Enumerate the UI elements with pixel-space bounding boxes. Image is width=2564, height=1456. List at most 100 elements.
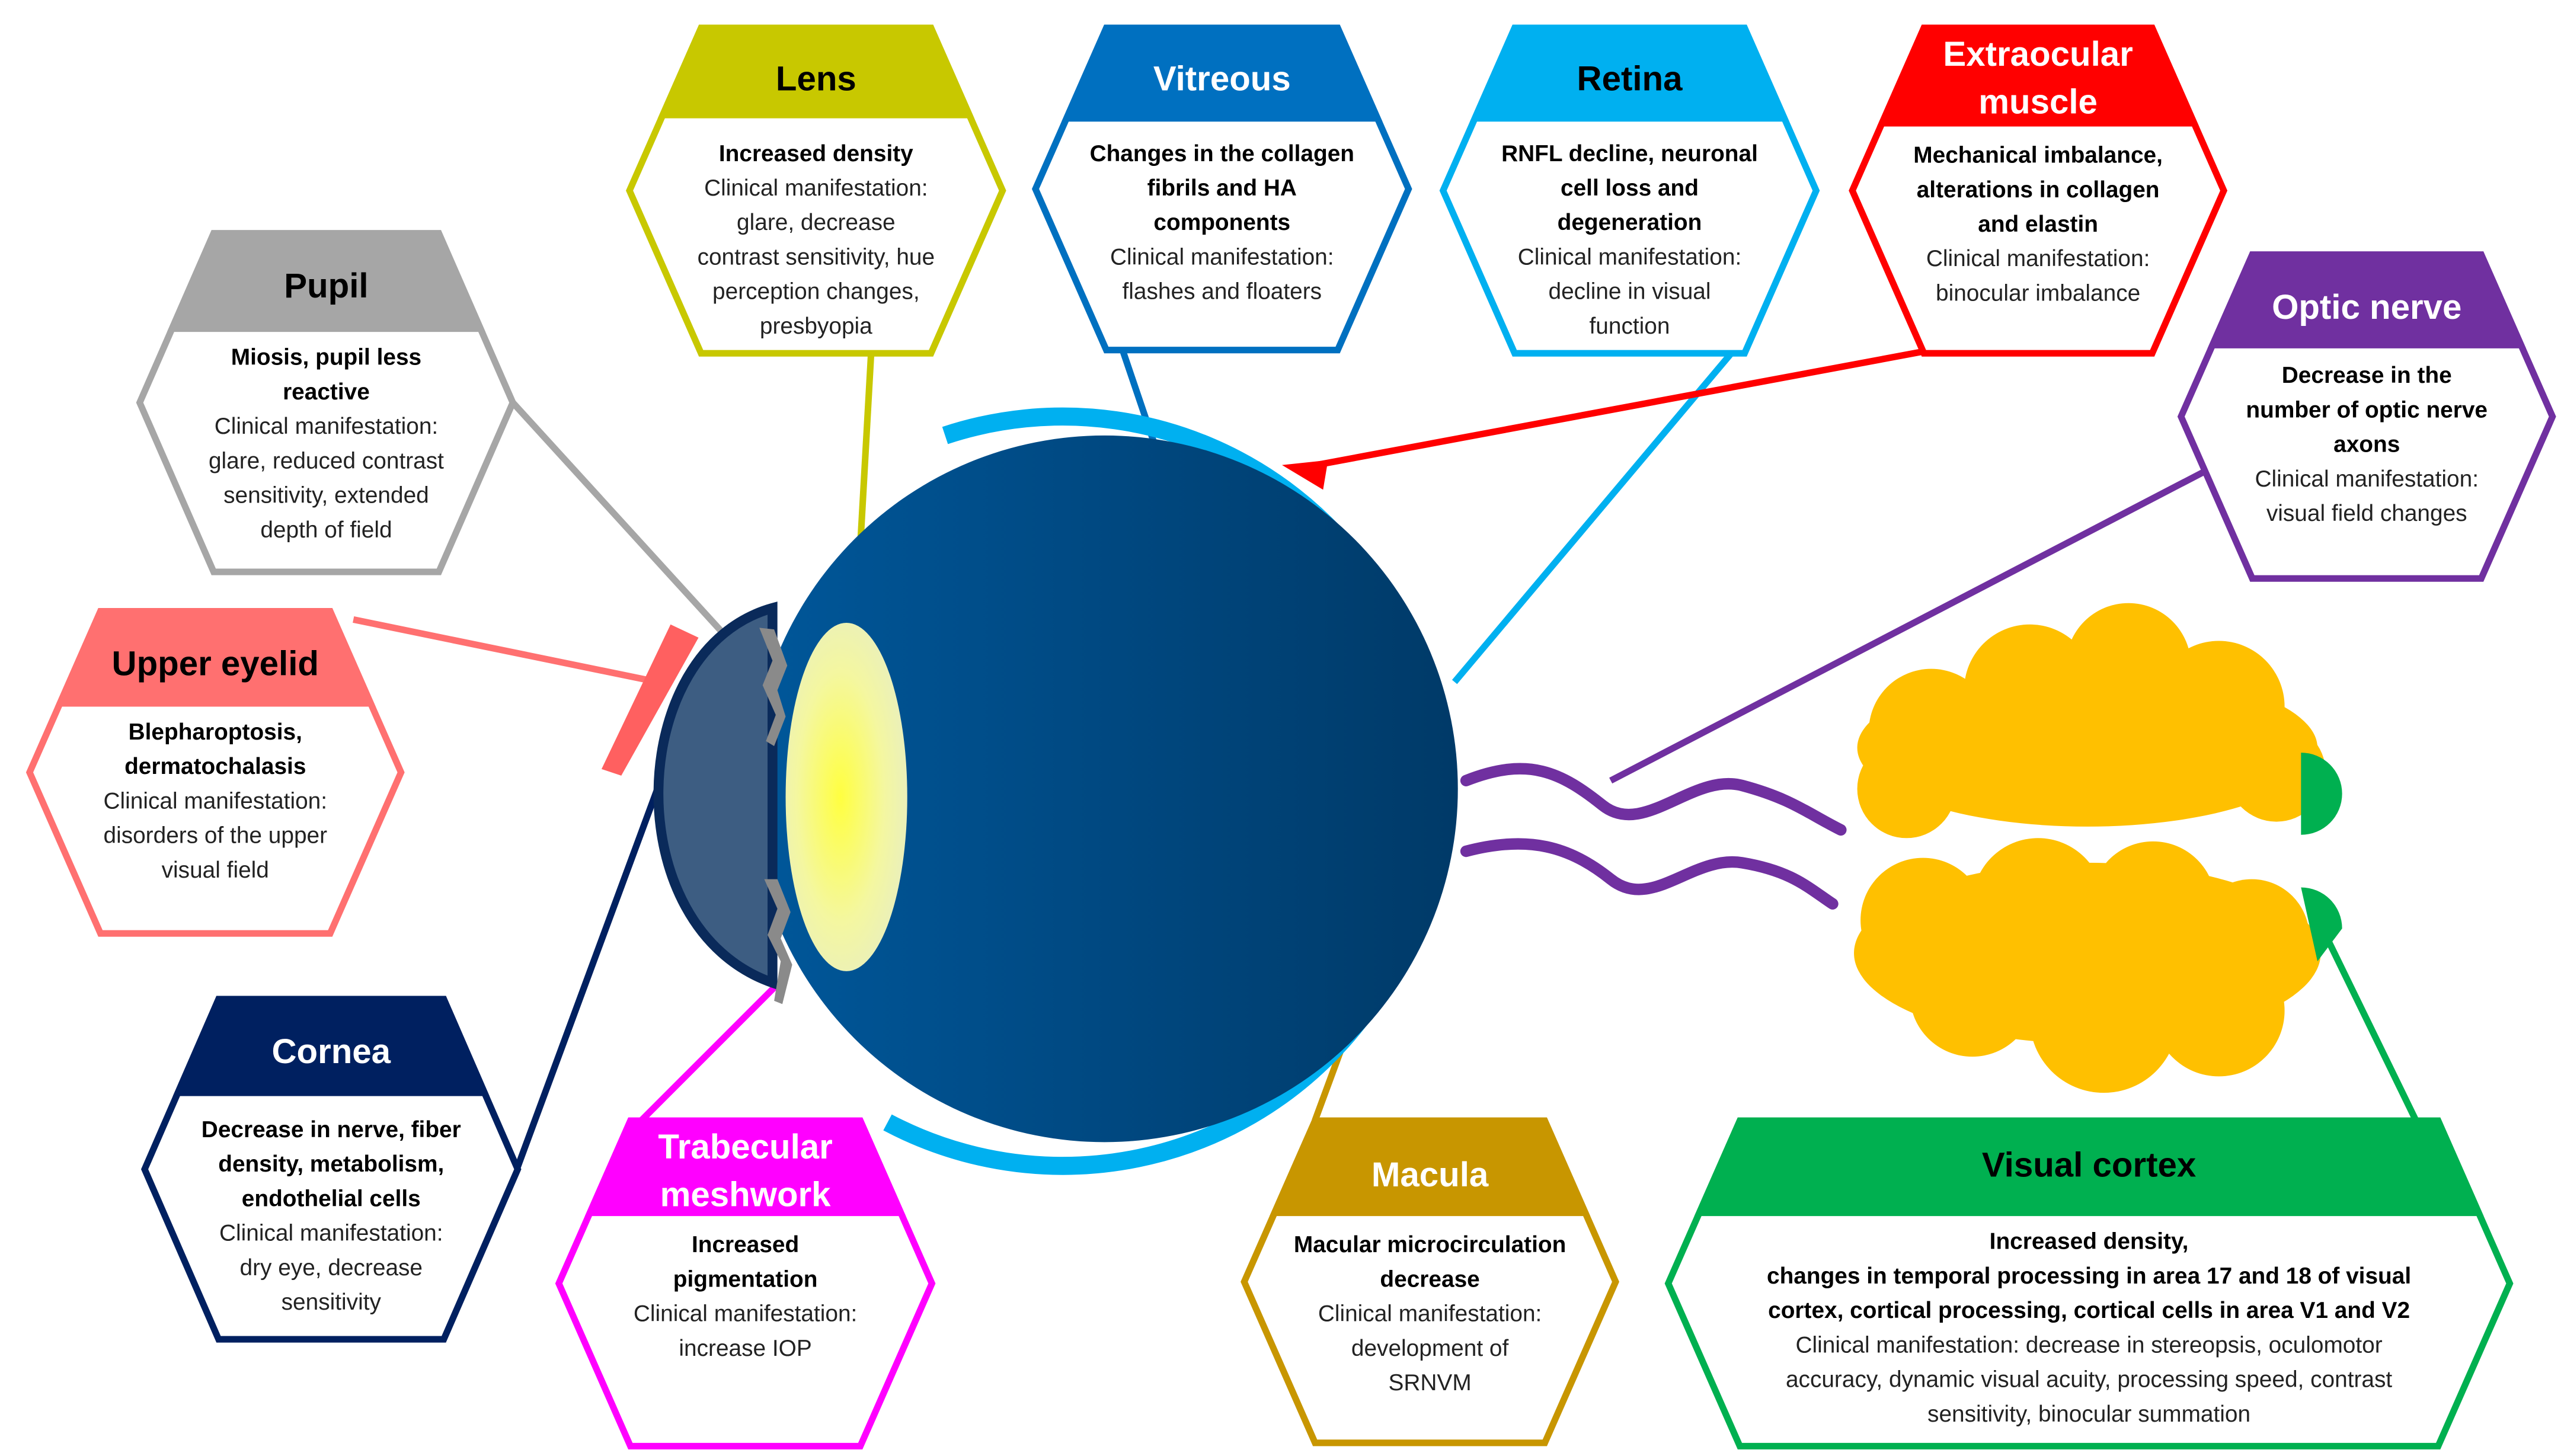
cortex-clinical-manifestation: Clinical manifestation: decrease in ster… — [1795, 1332, 2382, 1358]
pupil-header — [167, 230, 486, 332]
eyelid-connector-line — [353, 616, 658, 686]
brain-illustration — [1854, 603, 2342, 1093]
lens-header — [657, 24, 974, 119]
cortex-finding: cortex, cortical processing, cortical ce… — [1768, 1298, 2410, 1323]
trabecular-title: Trabecular — [658, 1128, 832, 1166]
optic-finding: Decrease in the — [2282, 363, 2452, 388]
cornea-finding: endothelial cells — [242, 1186, 421, 1211]
retina-clinical-manifestation: function — [1590, 313, 1670, 339]
lens-clinical-manifestation: glare, decrease — [737, 210, 896, 235]
extraocular-muscle-marker — [1282, 460, 1328, 490]
cornea-connector-line — [514, 788, 661, 1168]
cornea-finding: density, metabolism, — [218, 1151, 444, 1177]
lens-title: Lens — [776, 60, 856, 98]
pupil-title: Pupil — [284, 267, 368, 305]
eyelid-title: Upper eyelid — [112, 645, 319, 683]
eyelid-clinical-manifestation: visual field — [162, 857, 269, 883]
retina-clinical-manifestation: Clinical manifestation: — [1518, 244, 1742, 270]
lens-finding: Increased density — [719, 141, 913, 167]
extraocular-clinical-manifestation: Clinical manifestation: — [1926, 246, 2150, 271]
optic-nerve-upper — [1460, 763, 1847, 836]
eye-illustration — [601, 407, 1847, 1175]
pupil-clinical-manifestation: glare, reduced contrast — [209, 448, 444, 473]
occipital-lobe-upper — [2301, 753, 2342, 835]
eyeball — [751, 435, 1458, 1143]
vitreous-clinical-manifestation: flashes and floaters — [1122, 279, 1322, 305]
macula-finding: Macular microcirculation — [1294, 1232, 1566, 1257]
macula-finding: decrease — [1380, 1266, 1479, 1292]
lens-clinical-manifestation: presbyopia — [760, 313, 872, 339]
lens-clinical-manifestation: contrast sensitivity, hue — [698, 244, 935, 270]
cortex-connector-line — [2319, 927, 2419, 1122]
pupil-clinical-manifestation: Clinical manifestation: — [215, 414, 439, 439]
optic-finding: axons — [2333, 432, 2400, 457]
cornea-header — [172, 996, 490, 1096]
pupil-clinical-manifestation: sensitivity, extended — [223, 483, 429, 508]
iris-upper — [759, 628, 788, 747]
eyelid-clinical-manifestation: Clinical manifestation: — [104, 788, 328, 814]
trabecular-clinical-manifestation: Clinical manifestation: — [634, 1301, 858, 1327]
trabecular-header — [584, 1117, 906, 1217]
optic-finding: number of optic nerve — [2246, 397, 2488, 423]
macula-title: Macula — [1371, 1156, 1489, 1194]
cortex-header — [1694, 1117, 2484, 1217]
macula-clinical-manifestation: development of — [1351, 1336, 1509, 1361]
extraocular-finding: and elastin — [1978, 212, 2098, 237]
pupil-clinical-manifestation: depth of field — [260, 517, 392, 543]
extraocular-title: muscle — [1978, 82, 2098, 121]
optic-clinical-manifestation: Clinical manifestation: — [2255, 466, 2479, 492]
occipital-lobe-lower — [2301, 887, 2342, 962]
eyelid-finding: Blepharoptosis, — [129, 719, 302, 745]
brain-upper-hemisphere — [1857, 603, 2326, 839]
retina-clinical-manifestation: decline in visual — [1549, 279, 1711, 305]
optic-title: Optic nerve — [2272, 288, 2461, 327]
pupil-finding: reactive — [283, 379, 370, 405]
eyelid-finding: dermatochalasis — [124, 754, 306, 779]
retina-finding: RNFL decline, neuronal — [1501, 141, 1758, 167]
iris-lower — [764, 879, 792, 1004]
cornea-title: Cornea — [271, 1032, 391, 1071]
lens-clinical-manifestation: Clinical manifestation: — [704, 175, 928, 201]
optic-nerve-lower — [1460, 838, 1839, 910]
trabecular-connector-line — [638, 983, 778, 1124]
cortex-clinical-manifestation: accuracy, dynamic visual acuity, process… — [1786, 1367, 2392, 1393]
vitreous-clinical-manifestation: Clinical manifestation: — [1110, 244, 1334, 270]
pupil-finding: Miosis, pupil less — [231, 345, 421, 370]
cortex-title: Visual cortex — [1982, 1146, 2196, 1185]
trabecular-finding: pigmentation — [673, 1266, 818, 1292]
retina-header — [1469, 24, 1790, 122]
vitreous-finding: Changes in the collagen — [1090, 141, 1354, 167]
vitreous-title: Vitreous — [1153, 60, 1291, 98]
eyelid-header — [55, 608, 376, 707]
cornea-clinical-manifestation: Clinical manifestation: — [219, 1221, 443, 1246]
lens-clinical-manifestation: perception changes, — [712, 279, 920, 305]
trabecular-clinical-manifestation: increase IOP — [679, 1336, 811, 1361]
trabecular-title: meshwork — [660, 1175, 832, 1214]
retina-finding: degeneration — [1558, 210, 1702, 235]
macula-clinical-manifestation: SRNVM — [1388, 1370, 1471, 1396]
vitreous-finding: components — [1153, 210, 1290, 235]
vitreous-finding: fibrils and HA — [1147, 175, 1297, 201]
optic-header — [2207, 251, 2527, 348]
trabecular-finding: Increased — [692, 1232, 799, 1257]
lens-shape — [785, 623, 907, 971]
brain-lower-hemisphere — [1854, 838, 2321, 1093]
cortex-finding: Increased density, — [1990, 1229, 2189, 1255]
extraocular-connector-line — [1297, 347, 1932, 472]
extraocular-header — [1876, 24, 2199, 127]
eyelid-clinical-manifestation: disorders of the upper — [103, 823, 327, 849]
cornea-finding: Decrease in nerve, fiber — [202, 1117, 461, 1143]
extraocular-finding: alterations in collagen — [1917, 177, 2160, 203]
